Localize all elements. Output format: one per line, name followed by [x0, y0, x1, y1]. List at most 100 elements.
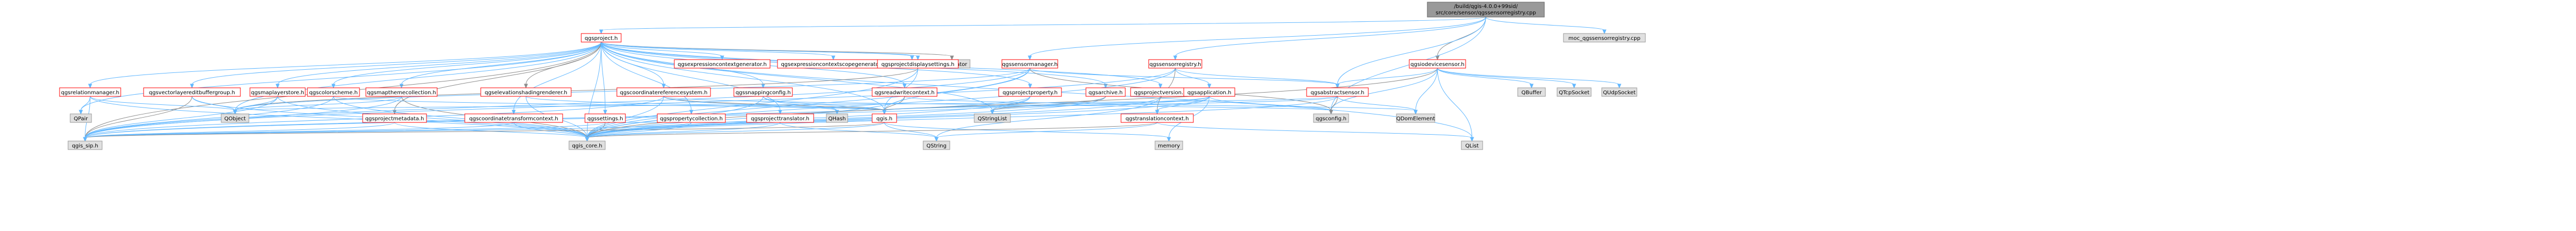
node-qgscolorscheme[interactable]: qgscolorscheme.h — [307, 87, 360, 97]
node-label-qgsconfig: qgsconfig.h — [1316, 116, 1346, 122]
edge-qgis-to-memory — [884, 122, 1171, 142]
edge-qgsproject-to-qpair — [79, 42, 601, 115]
node-label-qgsabstractsensor: qgsabstractsensor.h — [1311, 90, 1365, 96]
edge-qgis-to-qstring — [884, 122, 939, 142]
node-label-qgis: qgis.h — [876, 116, 892, 122]
node-label-qgscolorscheme: qgscolorscheme.h — [309, 90, 357, 96]
node-label-qgsprojecttranslator: qgsprojecttranslator.h — [751, 116, 809, 122]
node-label-qpair: QPair — [74, 116, 88, 122]
node-label-qgsapplication: qgsapplication.h — [1187, 90, 1232, 96]
node-label-qgsexpressioncontextscopegenerator: qgsexpressioncontextscopegenerator.h — [781, 62, 886, 68]
node-qdomelement: QDomElement — [1396, 113, 1435, 123]
node-qgselevationshadingrenderer[interactable]: qgselevationshadingrenderer.h — [480, 87, 572, 97]
node-qgssnappingconfig[interactable]: qgssnappingconfig.h — [733, 87, 793, 97]
edge-qgsrelationmanager-to-qpair — [79, 96, 90, 115]
node-qgsapplication[interactable]: qgsapplication.h — [1183, 87, 1235, 97]
node-qgsrelationmanager[interactable]: qgsrelationmanager.h — [59, 87, 121, 97]
edge-qgsproject-to-qgscoordinatetransformcontext — [512, 42, 601, 115]
edge-qgsiodevicesensor-to-qlist — [1437, 68, 1474, 142]
node-label-qudpsocket: QUdpSocket — [1603, 90, 1635, 96]
node-label-qgssensorregistry: qgssensorregistry.h — [1149, 62, 1201, 68]
node-qgstranslationcontext[interactable]: qgstranslationcontext.h — [1120, 113, 1194, 123]
node-label-qlist: QList — [1465, 143, 1478, 149]
node-label-qgsmapthemecollection: qgsmapthemecollection.h — [367, 90, 436, 96]
node-qgis_core: qgis_core.h — [568, 141, 606, 150]
node-qgssensorregistry[interactable]: qgssensorregistry.h — [1148, 59, 1202, 69]
node-label-qbuffer: QBuffer — [1521, 90, 1542, 96]
node-label-qgsrelationmanager: qgsrelationmanager.h — [61, 90, 120, 96]
edge-layer — [79, 16, 1621, 142]
node-qbuffer: QBuffer — [1517, 87, 1546, 97]
edge-qgsproject-to-qgsexpressioncontextscopegenerator — [601, 42, 835, 61]
node-label-qgsarchive: qgsarchive.h — [1089, 90, 1123, 96]
edge-root-to-qgssensorregistry — [1173, 16, 1486, 61]
node-qpair: QPair — [70, 113, 92, 123]
edge-root-to-qgssensormanager — [1027, 16, 1486, 61]
node-qgssensormanager[interactable]: qgssensormanager.h — [1001, 59, 1058, 69]
node-layer: /build/qgis-4.0.0+99sid/src/core/sensor/… — [59, 2, 1646, 150]
edge-root-to-qgsiodevicesensor — [1435, 16, 1486, 61]
node-qgsiodevicesensor[interactable]: qgsiodevicesensor.h — [1409, 59, 1466, 69]
edge-qgssensorregistry-to-qgsapplication — [1175, 68, 1211, 89]
node-label-qgsprojectproperty: qgsprojectproperty.h — [1002, 90, 1058, 96]
edge-qgstranslationcontext-to-qstring — [934, 122, 1158, 142]
node-qgsprojectversion[interactable]: qgsprojectversion.h — [1130, 87, 1191, 97]
node-qgsexpressioncontextscopegenerator[interactable]: qgsexpressioncontextscopegenerator.h — [777, 59, 890, 69]
edge-qgsprojecttranslator-to-qgis_core — [585, 122, 781, 142]
node-qgssettings[interactable]: qgssettings.h — [584, 113, 626, 123]
node-qgsprojectdisplaysettings[interactable]: qgsprojectdisplaysettings.h — [877, 59, 959, 69]
node-label-qgsprojectmetadata: qgsprojectmetadata.h — [365, 116, 424, 122]
node-qgsarchive[interactable]: qgsarchive.h — [1085, 87, 1126, 97]
node-qgsmapthemecollection[interactable]: qgsmapthemecollection.h — [365, 87, 438, 97]
node-label-qstring: QString — [926, 143, 947, 149]
node-qgsabstractsensor[interactable]: qgsabstractsensor.h — [1306, 87, 1369, 97]
node-label-qgscoordinatetransformcontext: qgscoordinatetransformcontext.h — [469, 116, 558, 122]
node-qgis[interactable]: qgis.h — [872, 113, 897, 123]
node-label-moc: moc_qgssensorregistry.cpp — [1568, 36, 1641, 42]
edge-qgsiodevicesensor-to-qbuffer — [1437, 68, 1534, 89]
node-qhash: QHash — [826, 113, 848, 123]
edge-qgsabstractsensor-to-qgis_core — [585, 96, 1338, 142]
edge-qgsproject-to-qgscolorscheme — [331, 42, 601, 89]
edge-qgsabstractsensor-to-qgsconfig — [1329, 96, 1338, 115]
node-qudpsocket: QUdpSocket — [1601, 87, 1637, 97]
edge-root-to-qgsabstractsensor — [1335, 16, 1486, 89]
node-label-qgsprojectdisplaysettings: qgsprojectdisplaysettings.h — [881, 62, 955, 68]
node-label-qgis_sip: qgis_sip.h — [72, 143, 98, 149]
node-label-qgsvectorlayereditbuffergroup: qgsvectorlayereditbuffergroup.h — [149, 90, 235, 96]
node-label-qgsexpressioncontextgenerator: qgsexpressioncontextgenerator.h — [678, 62, 767, 68]
edge-qgsiodevicesensor-to-qgsabstractsensor — [1335, 68, 1438, 89]
edge-root-to-qgsproject — [599, 16, 1486, 35]
node-root: /build/qgis-4.0.0+99sid/src/core/sensor/… — [1427, 2, 1545, 18]
node-label-qstringlist: QStringList — [977, 116, 1007, 122]
node-label-qgssensormanager: qgssensormanager.h — [1002, 62, 1057, 68]
node-qgis_sip: qgis_sip.h — [68, 141, 103, 150]
edge-qgsproject-to-qfileinfo — [601, 42, 914, 61]
node-qlist: QList — [1461, 141, 1483, 150]
node-label-qgspropertycollection: qgspropertycollection.h — [660, 116, 723, 122]
node-label-qgsprojectversion: qgsprojectversion.h — [1134, 90, 1187, 96]
node-qgsprojecttranslator[interactable]: qgsprojecttranslator.h — [746, 113, 814, 123]
node-label-qgis_core: qgis_core.h — [572, 143, 603, 149]
edge-qgstranslationcontext-to-qlist — [1157, 122, 1474, 142]
edge-qgssensorregistry-to-qgis_sip — [83, 68, 1176, 142]
node-qgsproject[interactable]: qgsproject.h — [581, 33, 622, 43]
node-label-qdomelement: QDomElement — [1396, 116, 1435, 122]
node-qgsvectorlayereditbuffergroup[interactable]: qgsvectorlayereditbuffergroup.h — [143, 87, 241, 97]
node-label-qtcpsocket: QTcpSocket — [1559, 90, 1590, 96]
node-qtcpsocket: QTcpSocket — [1557, 87, 1592, 97]
node-label-memory: memory — [1158, 143, 1180, 149]
node-label-qhash: QHash — [828, 116, 846, 122]
node-label-qgstranslationcontext: qgstranslationcontext.h — [1126, 116, 1189, 122]
node-qgscoordinatetransformcontext[interactable]: qgscoordinatetransformcontext.h — [464, 113, 563, 123]
node-qgspropertycollection[interactable]: qgspropertycollection.h — [657, 113, 726, 123]
node-qgsprojectmetadata[interactable]: qgsprojectmetadata.h — [362, 113, 427, 123]
node-qgscoordinatereferencesystem[interactable]: qgscoordinatereferencesystem.h — [616, 87, 711, 97]
node-qobject: QObject — [221, 113, 249, 123]
edge-qgsproject-to-qgsrelationmanager — [88, 42, 601, 89]
node-qgsprojectproperty[interactable]: qgsprojectproperty.h — [998, 87, 1062, 97]
node-qgsmaplayerstore[interactable]: qgsmaplayerstore.h — [249, 87, 306, 97]
node-qgsreadwritecontext[interactable]: qgsreadwritecontext.h — [872, 87, 938, 97]
node-qgsexpressioncontextgenerator[interactable]: qgsexpressioncontextgenerator.h — [674, 59, 771, 69]
node-label-qgssettings: qgssettings.h — [587, 116, 623, 122]
